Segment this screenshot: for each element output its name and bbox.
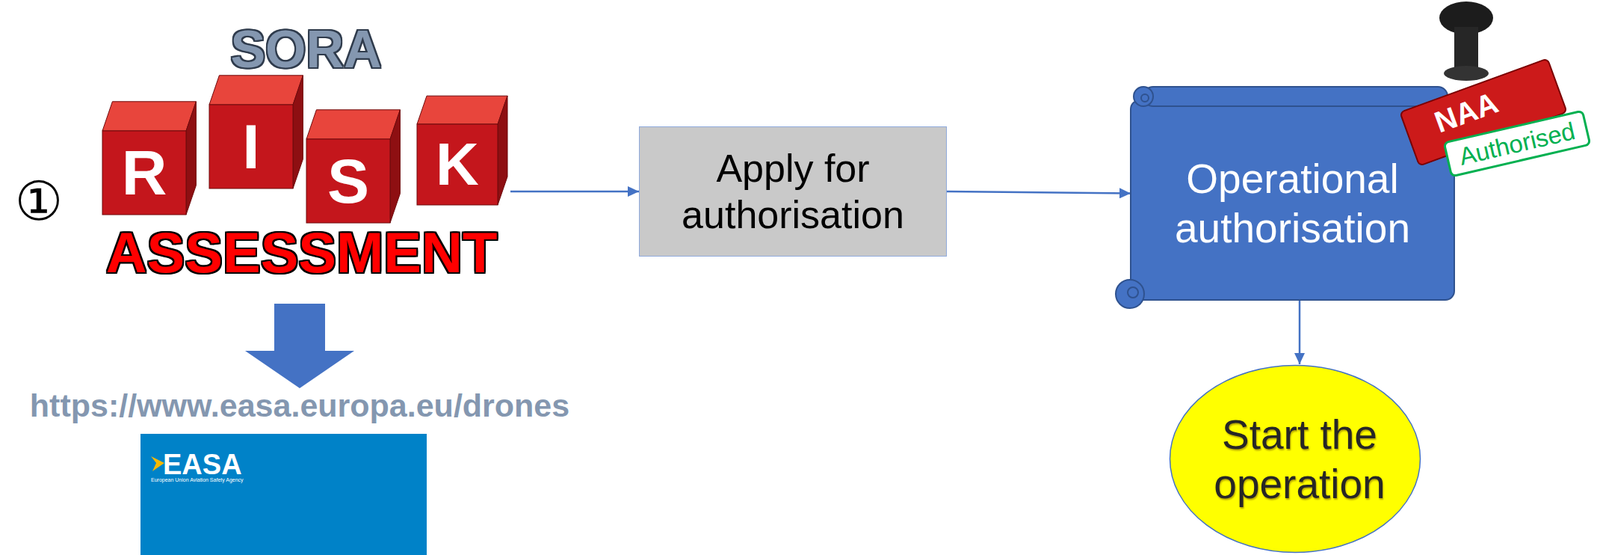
block-arrow [245,303,355,388]
easa-logo-mark [150,455,165,471]
title-text: SORA [86,23,526,76]
url-text: https://www.easa.europa.eu/drones [15,388,584,423]
connector-arrow [1298,299,1302,364]
node-ellipse: Start the operation [1168,363,1431,554]
node-box: Apply for authorisation [638,126,947,257]
callout-number: ① [14,174,64,228]
scroll-label: Operational authorisation [1145,153,1440,253]
risk-cubes [102,75,508,223]
node-scroll: Operational authorisation [1112,83,1460,315]
terminal-label: Start the operation [1194,409,1405,509]
stamp-label: Authorised [1456,118,1577,169]
logo-text: EASA [162,449,243,479]
heading-text: ASSESSMENT [86,224,517,281]
cube-letter: S [327,149,370,213]
cube-letter: R [121,141,168,205]
connector-arrow [510,190,639,193]
logo-subtitle: European Union Aviation Safety Agency [150,476,244,483]
connector-arrow [946,191,1131,194]
approval-stamp [1399,1,1590,177]
box-label: Apply for authorisation [654,144,932,239]
ellipse-outline [1168,363,1422,554]
cube-letter: K [435,134,480,195]
cube-letter: I [242,115,260,178]
node-easa: https://www.easa.europa.eu/dronesEASAEur… [15,388,584,555]
